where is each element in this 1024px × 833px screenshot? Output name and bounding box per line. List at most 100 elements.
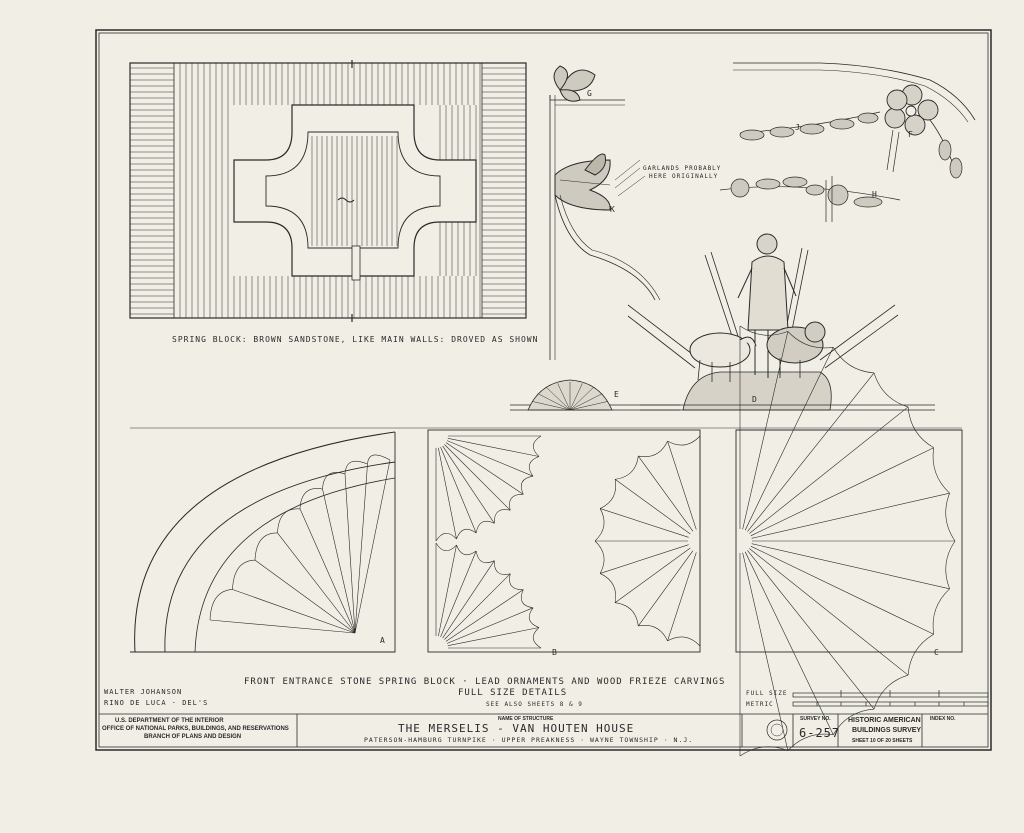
hatch-stroke — [299, 508, 356, 634]
scallop-stroke — [667, 636, 701, 647]
scallop-stroke — [344, 460, 368, 474]
scallop-stroke — [475, 520, 495, 534]
hatch-stroke — [751, 492, 950, 539]
hatch-stroke — [744, 347, 834, 531]
carving-c — [735, 325, 963, 757]
scallop-stroke — [615, 456, 639, 480]
scallop-stroke — [520, 589, 534, 609]
hatch-stroke — [750, 545, 934, 635]
hatch-stroke — [557, 383, 571, 411]
hatch-stroke — [614, 479, 691, 535]
detail-letter-c: C — [934, 648, 939, 657]
habs-line1: HISTORIC AMERICAN — [848, 717, 921, 724]
hatch-stroke — [445, 589, 524, 642]
scallop-stroke — [475, 550, 495, 564]
hatch-stroke — [447, 438, 540, 457]
ornament-e-fan — [527, 379, 613, 411]
scallop-stroke — [932, 588, 950, 635]
detail-letter-f: F — [908, 130, 913, 139]
scallop-stroke — [528, 456, 540, 477]
hatch-stroke — [344, 473, 356, 634]
carving-a — [130, 431, 396, 653]
hatch-stroke — [742, 552, 789, 751]
scallop-stroke — [232, 559, 256, 590]
scallop-stroke — [509, 494, 524, 511]
detail-letter-e: E — [614, 390, 619, 399]
sheet-title-line3: SEE ALSO SHEETS 8 & 9 — [486, 701, 583, 708]
outer-border — [95, 29, 992, 751]
habs-line2: BUILDINGS SURVEY — [852, 727, 922, 734]
hatch-stroke — [232, 589, 356, 634]
scallop-stroke — [254, 532, 278, 561]
scallop-stroke — [615, 602, 639, 626]
scallop-stroke — [739, 746, 788, 757]
index-no-label: INDEX NO. — [930, 716, 956, 722]
scallop-stroke — [509, 573, 524, 590]
hatch-stroke — [747, 372, 875, 532]
spring-block-drawing — [129, 60, 527, 322]
garlands-note-line1: GARLANDS PROBABLY — [643, 165, 722, 172]
sheet-title-line2: FULL SIZE DETAILS — [458, 688, 568, 698]
scallop-stroke — [833, 708, 875, 735]
sheet-number: SHEET 10 OF 20 SHEETS — [852, 738, 913, 744]
detail-letter-g: G — [587, 89, 592, 98]
hatch-stroke — [209, 619, 356, 634]
hatch-stroke — [445, 442, 524, 495]
scallop-stroke — [667, 435, 701, 446]
structure-name: THE MERSELIS - VAN HOUTEN HOUSE — [398, 722, 635, 735]
scallop-stroke — [277, 508, 301, 533]
hatch-stroke — [600, 508, 689, 538]
scallop-stroke — [532, 627, 542, 649]
ornament-k-leaf — [554, 153, 661, 301]
hatch-stroke — [638, 550, 694, 627]
scallop-stroke — [739, 325, 788, 336]
ornament-garland-jf — [733, 62, 976, 179]
scallop-stroke — [520, 475, 534, 495]
scallop-stroke — [945, 540, 956, 589]
scallop-stroke — [787, 733, 834, 751]
hatch-stroke — [749, 548, 909, 676]
structure-location: PATERSON-HAMBURG TURNPIKE · UPPER PREAKN… — [364, 736, 694, 744]
scallop-stroke — [907, 406, 934, 448]
scallop-stroke — [638, 441, 668, 457]
scallop-stroke — [456, 544, 477, 556]
scallop-stroke — [594, 540, 605, 574]
scallop-stroke — [932, 447, 950, 494]
hatch-stroke — [354, 459, 391, 634]
hatch-stroke — [444, 444, 511, 511]
hatch-stroke — [750, 447, 934, 537]
hatch-stroke — [254, 559, 356, 634]
ornament-garland-h — [719, 176, 901, 222]
hatch-stroke — [444, 573, 511, 640]
detail-letter-b: B — [552, 648, 557, 657]
dept-line2: OFFICE OF NATIONAL PARKS, BUILDINGS, AND… — [102, 726, 289, 732]
hatch-stroke — [322, 488, 356, 634]
carving-b — [427, 429, 701, 653]
scallop-stroke — [494, 560, 511, 575]
detail-letter-d: D — [752, 395, 757, 404]
scale-metric-label: METRIC — [746, 701, 774, 708]
hatch-stroke — [749, 406, 909, 534]
scallop-stroke — [600, 573, 616, 603]
ornament-d-figure — [627, 233, 899, 411]
hatch-stroke — [442, 445, 495, 524]
dept-line3: BRANCH OF PLANS AND DESIGN — [144, 734, 242, 740]
hatch-stroke — [569, 383, 583, 411]
hatch-stroke — [277, 532, 356, 634]
scallop-stroke — [322, 472, 346, 490]
title-block — [99, 713, 988, 747]
hatch-stroke — [667, 441, 697, 530]
scallop-stroke — [528, 607, 540, 628]
hatch-stroke — [569, 393, 603, 411]
hatch-stroke — [438, 544, 457, 637]
scallop-stroke — [600, 479, 616, 509]
survey-no-label: SURVEY NO. — [800, 716, 831, 722]
hatch-stroke — [531, 401, 571, 411]
scale-bars — [792, 690, 989, 707]
scallop-stroke — [435, 542, 457, 552]
spring-block-caption: SPRING BLOCK: BROWN SANDSTONE, LIKE MAIN… — [172, 335, 539, 344]
hatch-stroke — [438, 447, 457, 540]
scallop-stroke — [594, 508, 605, 542]
scallop-stroke — [787, 331, 834, 349]
